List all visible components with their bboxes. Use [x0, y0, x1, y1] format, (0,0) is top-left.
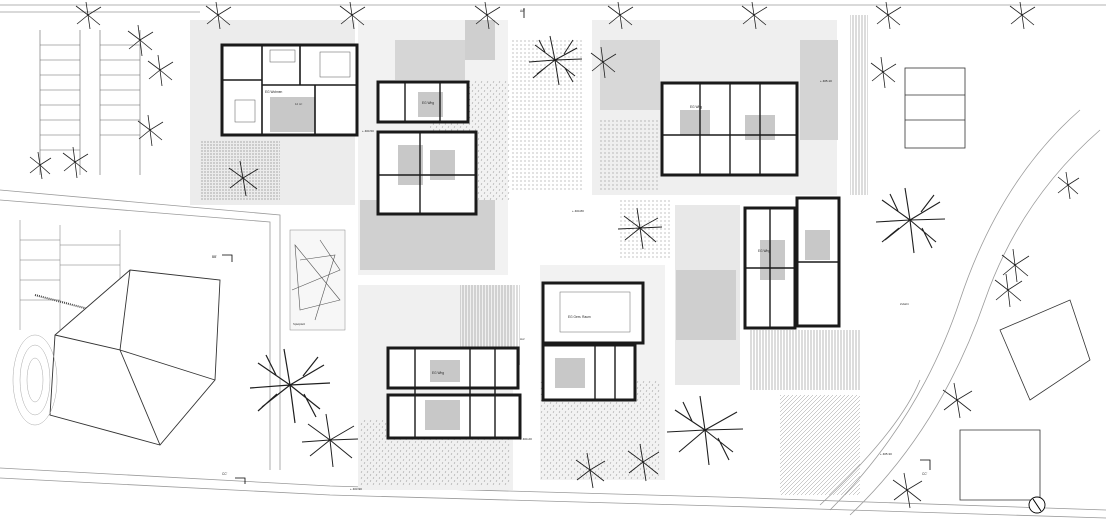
- building-4-room: EG Whg: [758, 249, 770, 253]
- tree-icon: [137, 114, 164, 147]
- tree-icon: [741, 1, 768, 30]
- tree-icon: [1009, 1, 1036, 30]
- playground: [291, 239, 341, 321]
- building-5: EG Gem. Raum: [541, 281, 645, 402]
- tree-icon: [249, 348, 331, 424]
- elevation-1: + 404.50: [362, 129, 374, 133]
- tree-icon: [127, 24, 154, 57]
- elevation-4: + 403.90: [350, 487, 362, 491]
- elevation-6: + 405.30: [880, 452, 892, 456]
- tree-icon: [29, 151, 52, 180]
- building-3: EG Whg: [660, 81, 799, 177]
- building-1-area: 12 m²: [295, 102, 302, 106]
- tree-icon: [147, 54, 174, 87]
- tree-icon: [301, 413, 359, 468]
- section-marker-bb: BB': [212, 255, 217, 259]
- north-arrow-icon: [1028, 496, 1046, 514]
- tree-icon: [617, 207, 663, 250]
- tree-icon: [474, 1, 501, 30]
- tree-icon: [1057, 171, 1080, 200]
- tree-icon: [607, 1, 634, 30]
- tree-icon: [870, 56, 897, 89]
- building-3-room: EG Whg: [690, 105, 702, 109]
- elevation-3: + 405.10: [820, 79, 832, 83]
- tree-icon: [892, 472, 923, 509]
- tree-icon: [228, 160, 259, 197]
- tree-icon: [75, 1, 102, 30]
- building-5-room: EG Gem. Raum: [568, 315, 591, 319]
- court-label: Hof: [520, 337, 525, 341]
- elevation-2: + 404.80: [572, 209, 584, 213]
- tree-icon: [994, 273, 1023, 308]
- tree-icon: [590, 46, 617, 79]
- tree-icon: [205, 1, 232, 30]
- section-marker-aa: AA': [520, 9, 525, 13]
- tree-icon: [627, 443, 660, 482]
- tree-icon: [1001, 248, 1030, 283]
- tree-icon: [875, 187, 946, 254]
- building-1: EG Wohnen 12 m²: [220, 43, 359, 137]
- road-network: [0, 4, 1106, 519]
- tree-icon: [942, 382, 973, 419]
- tree-icon: [875, 1, 902, 30]
- section-marker-cc-right: CC': [922, 472, 928, 476]
- neighbour-building: [49, 269, 221, 446]
- building-4: EG Whg: [743, 196, 841, 330]
- parking-lot-lower: [19, 220, 131, 330]
- building-2: EG Whg: [376, 80, 478, 216]
- topography: [12, 334, 58, 426]
- tree-icon: [528, 35, 583, 86]
- building-6-room: EG Whg: [432, 371, 444, 375]
- annotations: + 404.50 + 404.80 + 405.10 + 403.90 + 40…: [212, 8, 931, 491]
- path-label: Zufahrt: [900, 302, 909, 306]
- play-label: Spielplatz: [293, 322, 306, 326]
- elevation-5: + 404.20: [520, 437, 532, 441]
- tree-icon: [339, 1, 366, 30]
- tree-icon: [62, 146, 89, 179]
- tree-icon: [575, 452, 606, 489]
- building-1-room: EG Wohnen: [265, 90, 283, 94]
- right-buildings: [904, 67, 1091, 501]
- tree-icon: [666, 395, 744, 466]
- parking-area: [39, 30, 141, 175]
- building-6: EG Whg: [386, 346, 522, 440]
- building-2-room: EG Whg: [422, 101, 434, 105]
- trees: [29, 1, 1080, 509]
- section-marker-cc-left: CC': [222, 472, 228, 476]
